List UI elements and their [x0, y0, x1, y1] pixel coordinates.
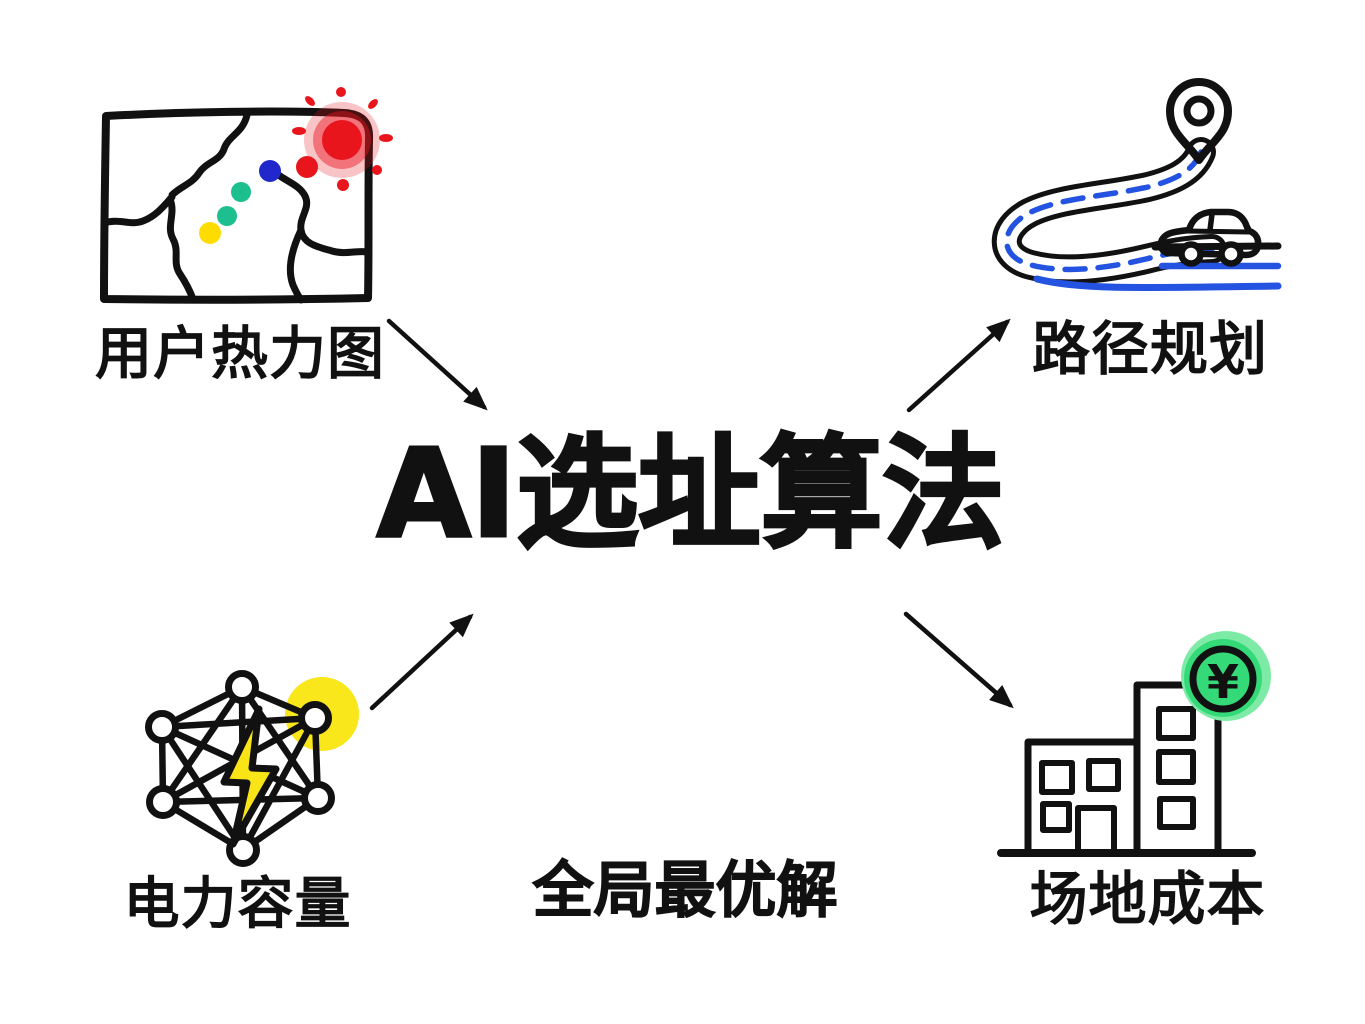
label-user-heatmap: 用户热力图	[95, 321, 385, 387]
diagram-title: AI选址算法	[375, 422, 1006, 566]
power-grid-lightning-icon	[145, 670, 359, 867]
arrow-heatmap-to-title	[386, 318, 488, 411]
diagram-arrows	[369, 318, 1014, 711]
arrow-title-to-route	[906, 318, 1011, 413]
map-heatmap-icon	[100, 87, 393, 304]
lightning-bolt-icon	[220, 705, 280, 848]
yuan-coin-icon: ¥	[1181, 631, 1271, 721]
heat-dots	[199, 156, 318, 244]
winding-road-pin-car-icon	[991, 78, 1282, 292]
diagram-subtitle: 全局最优解	[532, 855, 838, 927]
label-site-cost: 场地成本	[1029, 865, 1266, 933]
road-icon	[991, 137, 1282, 292]
car-icon	[1157, 208, 1262, 267]
grid-nodes	[145, 670, 335, 867]
arrow-title-to-cost	[903, 611, 1014, 709]
label-power-capacity: 电力容量	[123, 872, 352, 937]
label-route-planning: 路径规划	[1031, 315, 1268, 383]
arrow-power-to-title	[369, 613, 474, 711]
yuan-symbol: ¥	[1207, 655, 1239, 709]
buildings-yuan-coin-icon: ¥	[997, 631, 1271, 857]
location-pin-icon	[1166, 78, 1232, 164]
building-icon	[997, 681, 1256, 857]
heat-hotspot	[292, 87, 393, 191]
